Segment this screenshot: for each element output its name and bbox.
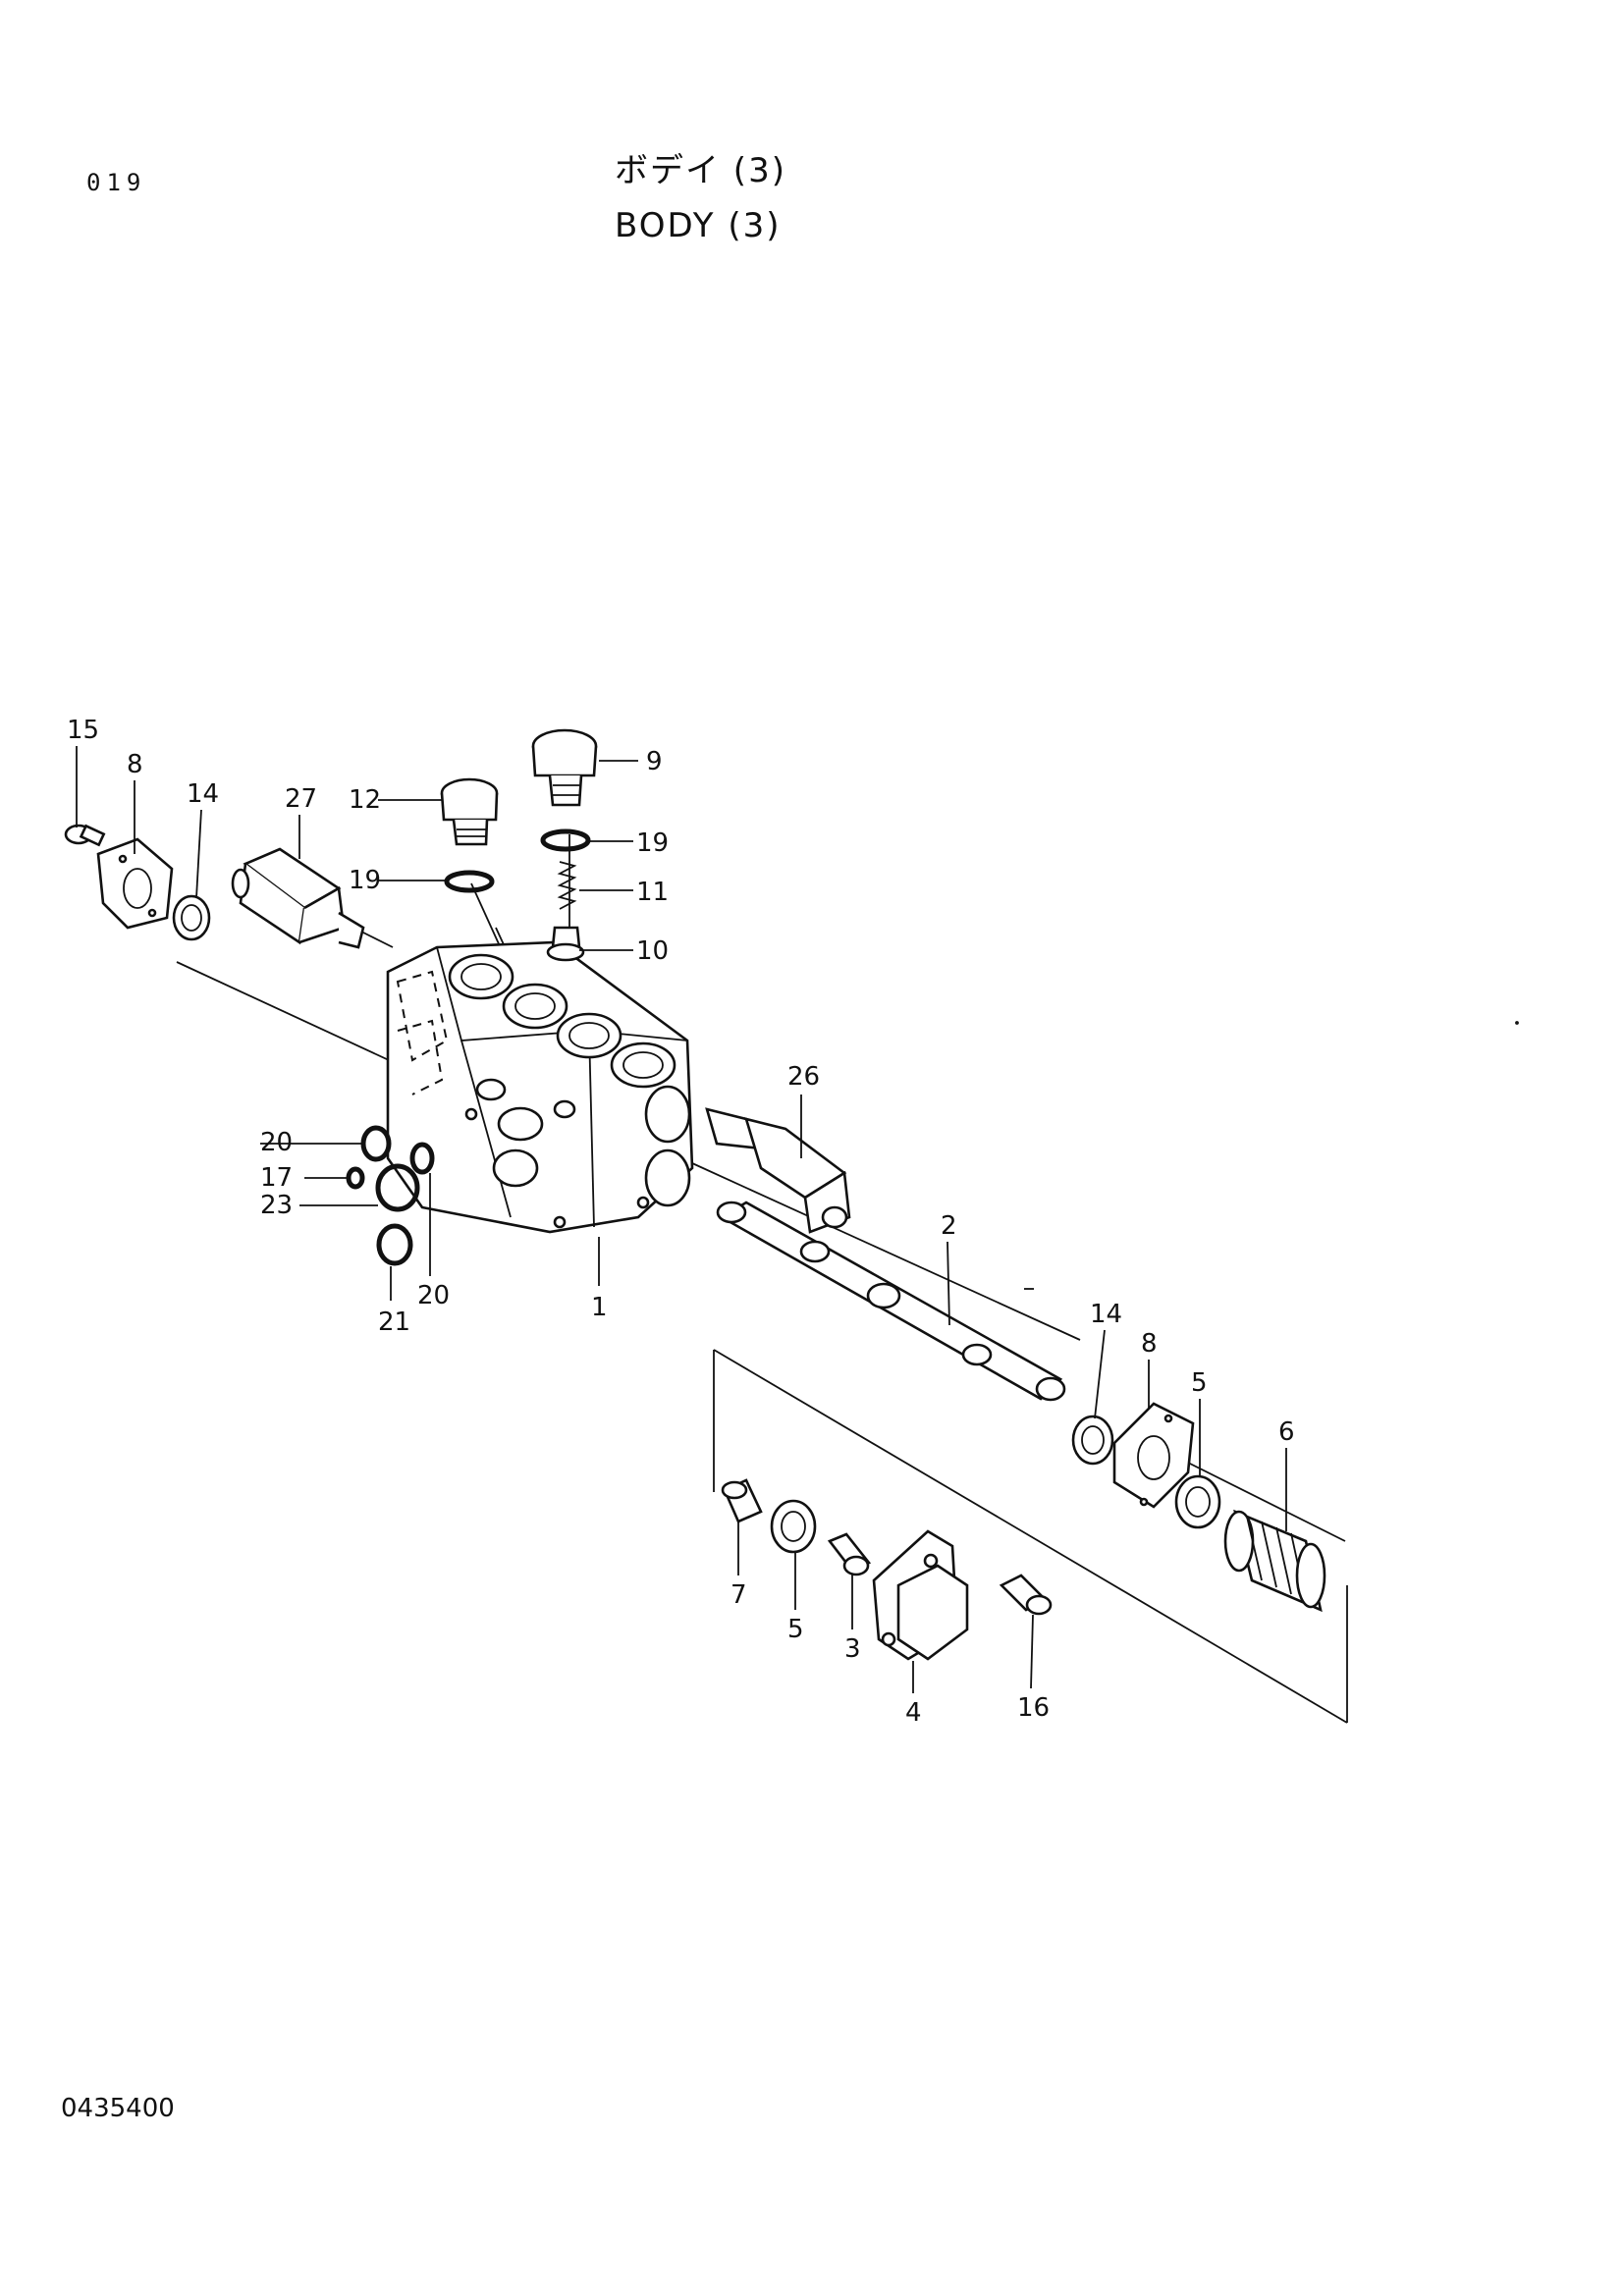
socket-bolt-3 [827, 1532, 872, 1576]
socket-bolt-16 [999, 1574, 1053, 1616]
callout-27: 27 [285, 784, 317, 814]
callout-19-left: 19 [349, 866, 381, 895]
assembly-axis-lines [176, 834, 1348, 1724]
callout-20-bottom: 20 [417, 1281, 450, 1310]
callout-4: 4 [905, 1698, 922, 1728]
callout-16: 16 [1017, 1693, 1050, 1723]
spring-11 [557, 861, 577, 910]
callout-14-left: 14 [187, 779, 219, 809]
flange-plate-left [96, 837, 174, 930]
plug-12 [440, 777, 499, 846]
screw-15 [64, 824, 106, 847]
callout-21: 21 [378, 1308, 410, 1337]
end-cap-4 [872, 1529, 969, 1661]
flange-plate-right [1112, 1402, 1195, 1509]
stray-marks [1024, 1021, 1519, 1290]
return-spring-6 [1223, 1509, 1326, 1613]
seal-ring-left [172, 894, 211, 941]
title-english: BODY (3) [615, 206, 782, 245]
page-number: 019 [86, 169, 147, 196]
callout-8-right: 8 [1141, 1329, 1158, 1359]
body-face-o-rings [346, 1125, 435, 1266]
spring-seat-left [770, 1499, 817, 1554]
callout-12: 12 [349, 785, 381, 815]
callout-6: 6 [1278, 1417, 1295, 1447]
seal-ring-right [1071, 1415, 1114, 1466]
callout-1: 1 [591, 1293, 608, 1322]
callout-26: 26 [787, 1062, 820, 1092]
o-rings-19 [444, 828, 591, 893]
callout-7: 7 [730, 1580, 747, 1610]
leader-lines [76, 746, 1287, 1693]
callout-11: 11 [636, 878, 669, 907]
spool [716, 1201, 1066, 1402]
plug-9 [531, 728, 598, 807]
callout-3: 3 [844, 1634, 861, 1664]
spring-seat-right [1174, 1474, 1221, 1529]
callout-14-right: 14 [1090, 1300, 1122, 1329]
drawing-number: 0435400 [61, 2094, 175, 2123]
callout-19-right: 19 [636, 828, 669, 858]
poppet-10 [546, 926, 585, 962]
callout-23: 23 [260, 1191, 293, 1220]
stopper-7 [721, 1478, 763, 1523]
relief-valve-cartridge-left [231, 847, 365, 949]
callout-10: 10 [636, 936, 669, 966]
title-japanese: ボデイ (3) [615, 151, 786, 190]
callout-9: 9 [646, 747, 663, 776]
callout-8-left: 8 [127, 750, 143, 779]
callout-17: 17 [260, 1163, 293, 1193]
callout-2: 2 [941, 1211, 957, 1241]
callout-labels: 15 8 14 27 12 9 19 11 10 19 26 2 14 8 5 … [67, 716, 1295, 1728]
relief-valve-cartridge-right [705, 1107, 851, 1234]
callout-5-left: 5 [787, 1615, 804, 1644]
valve-body [386, 940, 694, 1234]
callout-5-right: 5 [1191, 1368, 1208, 1398]
callout-20-left: 20 [260, 1128, 293, 1157]
callout-15: 15 [67, 716, 99, 745]
